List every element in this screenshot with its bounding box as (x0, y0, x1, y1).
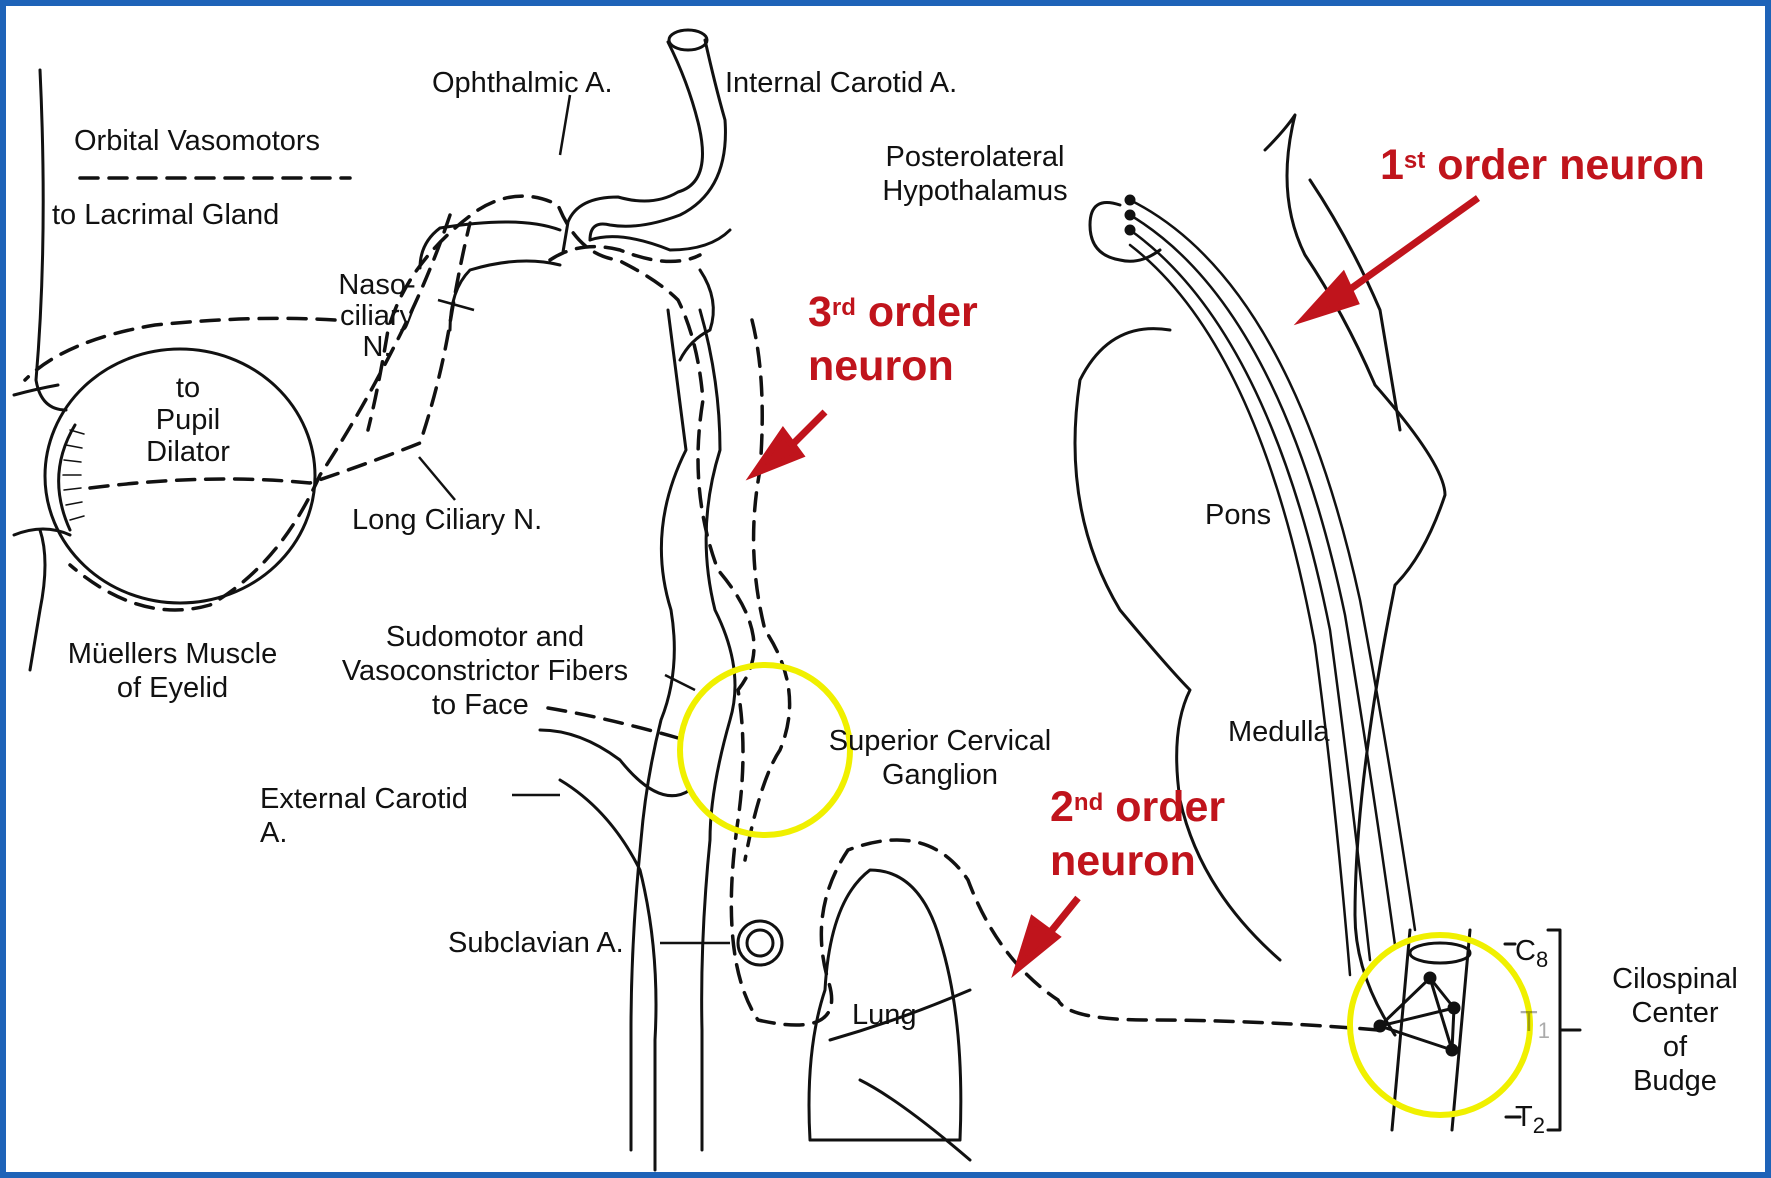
cilospinal-nodes (1375, 973, 1459, 1055)
cornea-lens (59, 425, 75, 530)
first-order-num: 1 (1380, 141, 1404, 189)
t2-letter: T (1515, 1101, 1533, 1133)
t2-sub: 2 (1533, 1113, 1545, 1138)
sympathetic-fibres (25, 178, 1378, 1030)
pupil-line-2: Pupil (128, 404, 248, 436)
sudomotor-line-1: Sudomotor and (310, 620, 660, 654)
label-cilospinal-center: Cilospinal Center of Budge (1590, 962, 1760, 1098)
pathway-ganglion-to-head (745, 320, 790, 860)
cilospinal-network (1380, 978, 1454, 1050)
ophthalmic-pointer (560, 95, 570, 155)
label-superior-cervical-ganglion: Superior Cervical Ganglion (800, 724, 1080, 792)
label-c8: C8 (1515, 934, 1548, 977)
label-t1: T1 (1520, 1005, 1550, 1048)
first-order-arrow-shaft (1335, 198, 1478, 300)
carotid-tube-right (700, 310, 735, 1150)
spinal-cord-top (1410, 943, 1470, 963)
second-order-line-2: neuron (1050, 834, 1225, 888)
label-orbital-vasomotors: Orbital Vasomotors (74, 124, 320, 158)
label-long-ciliary-n: Long Ciliary N. (352, 503, 542, 537)
pupil-line-1: to (128, 372, 248, 404)
label-sudomotor-fibers: Sudomotor and Vasoconstrictor Fibers to … (310, 620, 660, 722)
label-nasociliary-n: Naso- ciliary N. (332, 270, 422, 363)
sudomotor-line-2: Vasoconstrictor Fibers (310, 654, 660, 688)
label-t2: T2 (1515, 1100, 1545, 1143)
hypothalamus-line-2: Hypothalamus (855, 174, 1095, 208)
third-order-line-2: neuron (808, 339, 978, 393)
cilospinal-line-1: Cilospinal (1590, 962, 1760, 996)
nasociliary-pointer (438, 300, 474, 310)
external-carotid-upper (540, 730, 690, 796)
cilospinal-line-2: Center (1590, 996, 1760, 1030)
second-order-num: 2 (1050, 783, 1074, 831)
subclavian-inner (747, 930, 773, 956)
sudomotor-line-3: to Face (310, 688, 660, 722)
t1-sub: 1 (1538, 1018, 1550, 1043)
tract-origins (1126, 196, 1134, 234)
ganglion-line-1: Superior Cervical (800, 724, 1080, 758)
label-subclavian-a: Subclavian A. (448, 926, 624, 960)
annotation-second-order-neuron: 2nd order neuron (1050, 780, 1225, 888)
pupil-line-3: Dilator (128, 436, 248, 468)
label-lung: Lung (852, 998, 917, 1032)
label-medulla: Medulla (1228, 715, 1330, 749)
third-order-sup: rd (832, 294, 856, 321)
c8-sub: 8 (1536, 947, 1548, 972)
muellers-line-2: of Eyelid (40, 671, 305, 705)
external-carotid-line-1: External Carotid (260, 782, 468, 816)
first-order-sup: st (1404, 147, 1425, 174)
cilospinal-line-4: Budge (1590, 1064, 1760, 1098)
nasociliary-line-2: ciliary (332, 301, 422, 332)
t1-letter: T (1520, 1006, 1538, 1038)
nasociliary-line-1: Naso- (332, 270, 422, 301)
hypothalamus-line-1: Posterolateral (855, 140, 1095, 174)
cilospinal-line-3: of (1590, 1030, 1760, 1064)
second-order-sup: nd (1074, 789, 1103, 816)
second-order-text: order (1103, 783, 1225, 831)
ophthalmic-branch-lower (450, 261, 560, 330)
label-muellers-muscle: Müellers Muscle of Eyelid (40, 637, 305, 705)
first-order-text: order neuron (1425, 141, 1705, 189)
annotation-third-order-neuron: 3rd order neuron (808, 285, 978, 393)
external-carotid-line-2: A. (260, 816, 468, 850)
nasociliary-line-3: N. (332, 332, 422, 363)
first-order-arrow-head (1305, 276, 1355, 318)
lung-fissure (860, 1080, 970, 1160)
label-ophthalmic-a: Ophthalmic A. (432, 66, 613, 100)
long-ciliary-pointer (419, 457, 455, 500)
internal-carotid-end (669, 30, 707, 50)
label-internal-carotid-a: Internal Carotid A. (725, 66, 957, 100)
muellers-line-1: Müellers Muscle (40, 637, 305, 671)
label-pons: Pons (1205, 498, 1271, 532)
c8-letter: C (1515, 935, 1536, 967)
third-order-text: order (856, 288, 978, 336)
label-to-lacrimal-gland: to Lacrimal Gland (52, 198, 279, 232)
annotation-first-order-neuron: 1st order neuron (1380, 138, 1705, 192)
carotid-tube-left (631, 310, 686, 1150)
third-order-num: 3 (808, 288, 832, 336)
subclavian-outer (738, 921, 782, 965)
label-to-pupil-dilator: to Pupil Dilator (128, 372, 248, 468)
label-external-carotid-a: External Carotid A. (260, 782, 468, 850)
label-posterolateral-hypothalamus: Posterolateral Hypothalamus (855, 140, 1095, 208)
ganglion-line-2: Ganglion (800, 758, 1080, 792)
